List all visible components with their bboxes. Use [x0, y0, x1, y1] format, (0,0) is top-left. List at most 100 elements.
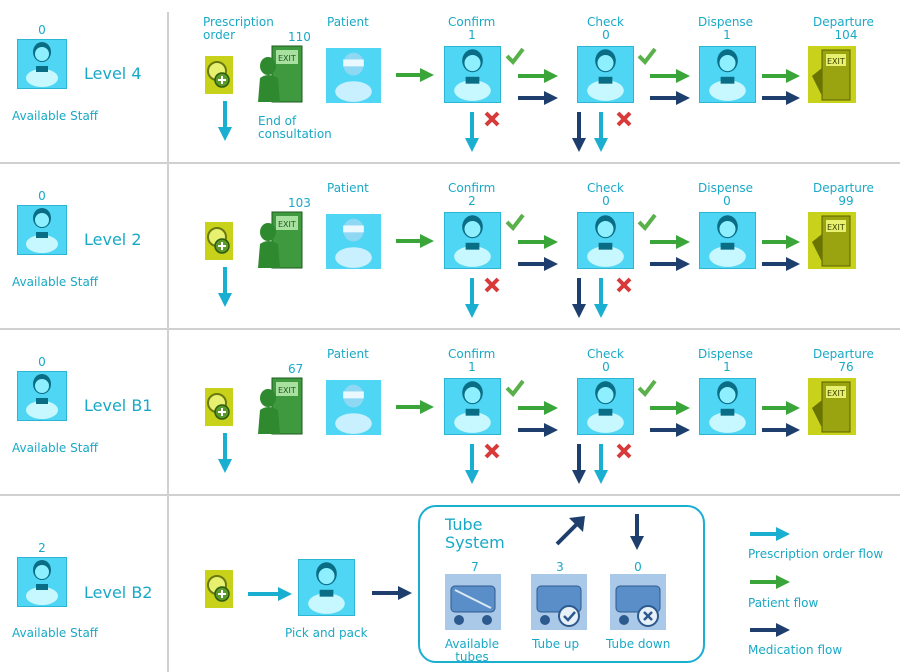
- svg-text:EXIT: EXIT: [827, 389, 845, 398]
- divider-3: [0, 494, 900, 496]
- level-name: Level B2: [84, 583, 153, 602]
- staff-icon[interactable]: [17, 205, 67, 255]
- available-tubes-label: Available tubes: [441, 638, 503, 664]
- dispense-staff-icon[interactable]: [699, 212, 756, 269]
- departure-icon[interactable]: EXIT: [808, 46, 856, 103]
- tube-down-count: 0: [634, 560, 642, 574]
- patient-flow-arrow: [394, 65, 436, 85]
- medication-flow-arrow: [569, 110, 589, 154]
- patient-icon[interactable]: [326, 214, 381, 269]
- legend-patient-arrow: [750, 575, 790, 589]
- staff-count: 2: [38, 541, 46, 555]
- dispense-count: 1: [723, 28, 731, 42]
- rejected-cross-icon: [483, 442, 501, 460]
- prescription-flow-arrow: [248, 587, 292, 601]
- dispense-staff-icon[interactable]: [699, 46, 756, 103]
- approved-check-icon: [505, 213, 525, 231]
- medication-flow-arrow: [516, 88, 560, 108]
- patient-icon[interactable]: [326, 48, 381, 103]
- svg-text:EXIT: EXIT: [278, 386, 296, 395]
- prescription-order-icon[interactable]: [205, 570, 233, 608]
- prescription-order-icon[interactable]: [205, 388, 233, 426]
- tube-down-icon[interactable]: [610, 574, 666, 630]
- check-count: 0: [602, 360, 610, 374]
- confirm-staff-icon[interactable]: [444, 212, 501, 269]
- dispense-label: Dispense: [698, 347, 754, 361]
- prescription-order-icon[interactable]: [205, 56, 233, 94]
- available-staff-label: Available Staff: [12, 109, 99, 123]
- staff-icon[interactable]: [17, 39, 67, 89]
- staff-icon[interactable]: [17, 557, 67, 607]
- svg-text:EXIT: EXIT: [278, 54, 296, 63]
- end-of-consultation-count: 110: [288, 30, 311, 44]
- staff-count: 0: [38, 355, 46, 369]
- dispense-count: 1: [723, 360, 731, 374]
- legend-medication-label: Medication flow: [748, 643, 843, 657]
- medication-flow-arrow: [760, 88, 802, 108]
- patient-label: Patient: [327, 347, 369, 361]
- prescription-flow-arrow: [591, 442, 611, 486]
- rejected-cross-icon: [615, 276, 633, 294]
- patient-flow-arrow: [516, 232, 560, 252]
- confirm-count: 1: [468, 360, 476, 374]
- tube-system-title: Tube System: [445, 516, 505, 552]
- end-of-consultation-icon[interactable]: EXIT: [256, 376, 304, 436]
- pick-and-pack-icon[interactable]: [298, 559, 355, 616]
- prescription-flow-arrow: [462, 276, 482, 320]
- patient-label: Patient: [327, 181, 369, 195]
- staff-icon[interactable]: [17, 371, 67, 421]
- level-name: Level 4: [84, 64, 142, 83]
- medication-flow-arrow: [648, 88, 692, 108]
- prescription-order-label: Prescription order: [203, 15, 274, 42]
- approved-check-icon: [637, 379, 657, 397]
- tube-up-arrow: [555, 516, 585, 546]
- dispense-staff-icon[interactable]: [699, 378, 756, 435]
- prescription-flow-arrow: [215, 265, 235, 309]
- divider-1: [0, 162, 900, 164]
- approved-check-icon: [637, 213, 657, 231]
- dispense-label: Dispense: [698, 181, 754, 195]
- patient-flow-arrow: [516, 398, 560, 418]
- medication-flow-arrow: [648, 420, 692, 440]
- rejected-cross-icon: [615, 110, 633, 128]
- level-name: Level 2: [84, 230, 142, 249]
- tube-up-icon[interactable]: [531, 574, 587, 630]
- departure-label: Departure: [813, 347, 874, 361]
- svg-text:EXIT: EXIT: [827, 223, 845, 232]
- patient-icon[interactable]: [326, 380, 381, 435]
- departure-count: 76: [838, 360, 854, 374]
- confirm-staff-icon[interactable]: [444, 378, 501, 435]
- divider-2: [0, 328, 900, 330]
- prescription-order-icon[interactable]: [205, 222, 233, 260]
- medication-flow-arrow: [760, 254, 802, 274]
- tube-cart-icon[interactable]: [445, 574, 501, 630]
- patient-flow-arrow: [760, 398, 802, 418]
- dispense-label: Dispense: [698, 15, 754, 29]
- patient-flow-arrow: [394, 397, 436, 417]
- check-staff-icon[interactable]: [577, 46, 634, 103]
- check-count: 0: [602, 194, 610, 208]
- departure-icon[interactable]: EXIT: [808, 378, 856, 435]
- end-of-consultation-icon[interactable]: EXIT: [256, 44, 304, 104]
- approved-check-icon: [505, 379, 525, 397]
- end-of-consultation-count: 67: [288, 362, 304, 376]
- available-tubes-count: 7: [471, 560, 479, 574]
- available-staff-label: Available Staff: [12, 275, 99, 289]
- medication-flow-arrow: [516, 254, 560, 274]
- confirm-staff-icon[interactable]: [444, 46, 501, 103]
- confirm-label: Confirm: [448, 181, 496, 195]
- departure-icon[interactable]: EXIT: [808, 212, 856, 269]
- pick-and-pack-label: Pick and pack: [285, 626, 368, 640]
- check-staff-icon[interactable]: [577, 378, 634, 435]
- level-name: Level B1: [84, 396, 153, 415]
- check-staff-icon[interactable]: [577, 212, 634, 269]
- available-staff-label: Available Staff: [12, 441, 99, 455]
- end-of-consultation-icon[interactable]: EXIT: [256, 210, 304, 270]
- legend-prescription-label: Prescription order flow: [748, 547, 884, 561]
- check-label: Check: [587, 181, 624, 195]
- approved-check-icon: [637, 47, 657, 65]
- patient-flow-arrow: [648, 232, 692, 252]
- check-count: 0: [602, 28, 610, 42]
- departure-label: Departure: [813, 181, 874, 195]
- medication-flow-arrow: [372, 586, 412, 600]
